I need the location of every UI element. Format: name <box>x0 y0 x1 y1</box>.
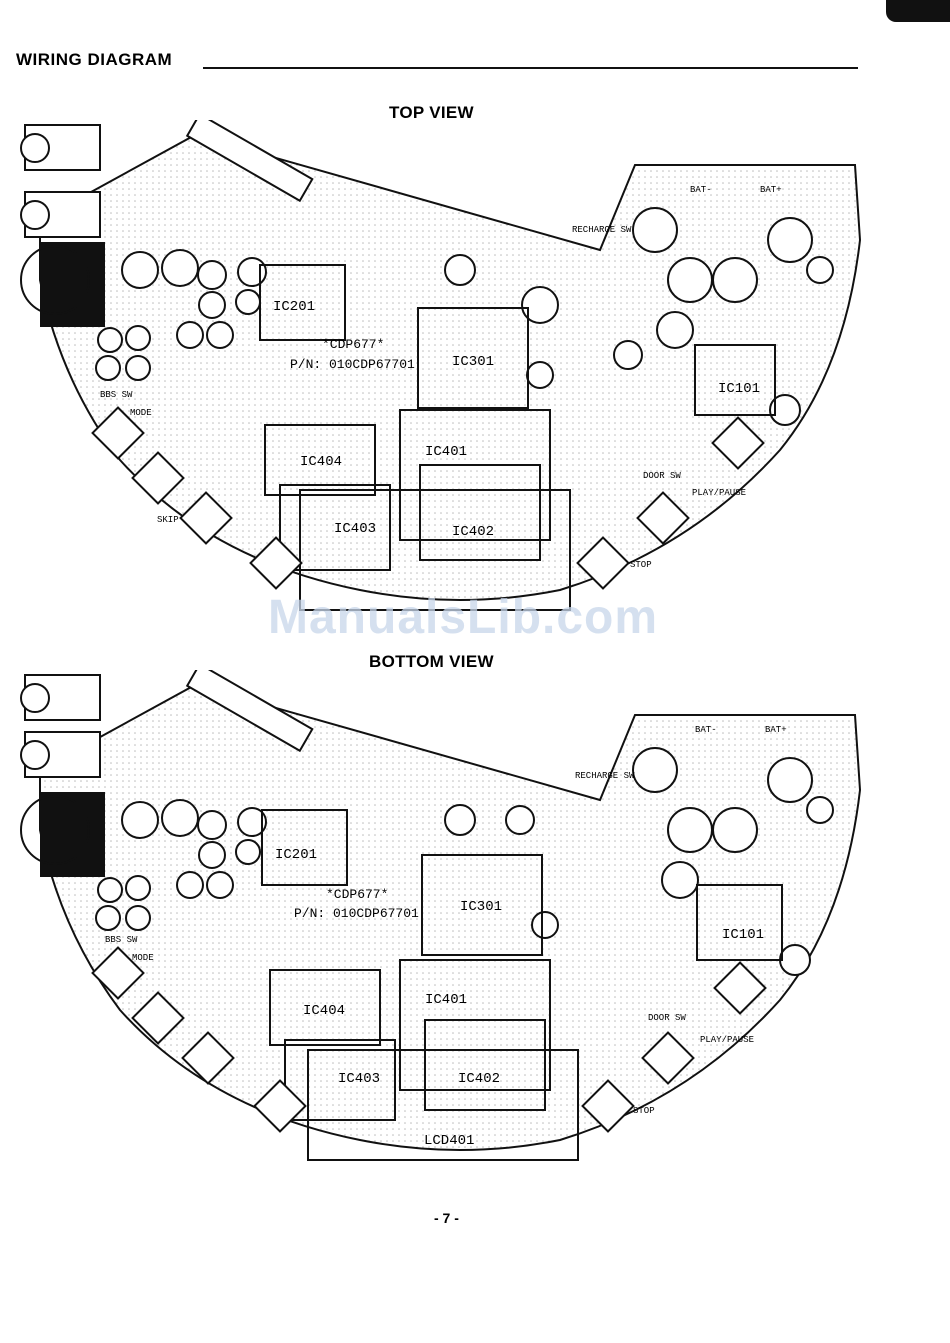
ic403-outline <box>279 484 391 571</box>
button-group <box>91 406 765 590</box>
ic402-outline <box>424 1019 546 1111</box>
lcd-outline <box>299 489 571 611</box>
label-skip: SKIP <box>157 515 179 525</box>
ic-label: IC403 <box>338 1071 380 1087</box>
jack-circle <box>20 133 50 163</box>
board-marking: *CDP677* <box>326 887 388 902</box>
ic404-outline <box>269 969 381 1046</box>
jack-circle <box>20 200 50 230</box>
label-mode: MODE <box>132 953 154 963</box>
ic-label: IC101 <box>722 927 764 943</box>
label-mode: MODE <box>130 408 152 418</box>
ribbon-connector <box>185 120 314 203</box>
board-marking: P/N: 010CDP67701 <box>290 357 415 372</box>
label-recharge-sw: RECHARGE SW <box>572 225 632 235</box>
label-bat-plus: BAT+ <box>760 185 782 195</box>
header-rule <box>203 67 858 69</box>
label-door-sw: DOOR SW <box>643 471 681 481</box>
ic301-outline <box>421 854 543 956</box>
top-view-board: IC201 IC301 IC101 IC404 IC401 IC403 IC40… <box>20 120 862 611</box>
ribbon-connector <box>185 670 314 753</box>
label-play-pause: PLAY/PAUSE <box>692 488 746 498</box>
lcd-outline <box>307 1049 579 1161</box>
ic-label: IC201 <box>273 299 315 315</box>
ic-label: IC402 <box>458 1071 500 1087</box>
ic401-outline <box>399 959 551 1091</box>
jack-circle <box>20 740 50 770</box>
ic-label: IC201 <box>275 847 317 863</box>
label-play-pause: PLAY/PAUSE <box>700 1035 754 1045</box>
lcd-label: LCD401 <box>424 1133 474 1149</box>
label-bat-plus: BAT+ <box>765 725 787 735</box>
jack-circle <box>20 795 90 865</box>
bottom-view-title: BOTTOM VIEW <box>369 652 494 671</box>
label-bbs-sw: BBS SW <box>100 390 133 400</box>
ic-label: IC402 <box>452 524 494 540</box>
top-view-title: TOP VIEW <box>389 103 474 122</box>
capacitor-group <box>95 207 834 426</box>
board-marking: *CDP677* <box>322 337 384 352</box>
ic-label: IC401 <box>425 444 467 460</box>
ic201-outline <box>261 809 348 886</box>
ic301-outline <box>417 307 529 409</box>
ic101-outline <box>694 344 776 416</box>
corner-mark <box>886 0 950 22</box>
jack-circle <box>20 245 90 315</box>
capacitor-group <box>95 747 834 976</box>
label-bbs-sw: BBS SW <box>105 935 138 945</box>
board-outline <box>39 683 862 1151</box>
bottom-view-board: IC201 IC301 IC101 IC404 IC401 IC403 IC40… <box>20 670 862 1161</box>
label-stop: STOP <box>630 560 652 570</box>
label-bat-minus: BAT- <box>695 725 717 735</box>
label-bat-minus: BAT- <box>690 185 712 195</box>
ic401-outline <box>399 409 551 541</box>
ic403-outline <box>284 1039 396 1121</box>
page-title: WIRING DIAGRAM <box>16 50 173 69</box>
label-door-sw: DOOR SW <box>648 1013 686 1023</box>
button-group <box>91 946 767 1133</box>
label-stop: STOP <box>633 1106 655 1116</box>
ic-label: IC301 <box>460 899 502 915</box>
ic-label: IC101 <box>718 381 760 397</box>
label-recharge-sw: RECHARGE SW <box>575 771 635 781</box>
ic402-outline <box>419 464 541 561</box>
page-number: - 7 - <box>434 1210 459 1226</box>
ic-label: IC301 <box>452 354 494 370</box>
ic-label: IC403 <box>334 521 376 537</box>
ic201-outline <box>259 264 346 341</box>
jack-circle <box>20 683 50 713</box>
board-marking: P/N: 010CDP67701 <box>294 906 419 921</box>
watermark: ManualsLib.com <box>268 591 659 644</box>
ic-label: IC404 <box>300 454 342 470</box>
ic404-outline <box>264 424 376 496</box>
ic-label: IC404 <box>303 1003 345 1019</box>
board-outline <box>39 133 862 601</box>
ic-label: IC401 <box>425 992 467 1008</box>
ic101-outline <box>696 884 783 961</box>
